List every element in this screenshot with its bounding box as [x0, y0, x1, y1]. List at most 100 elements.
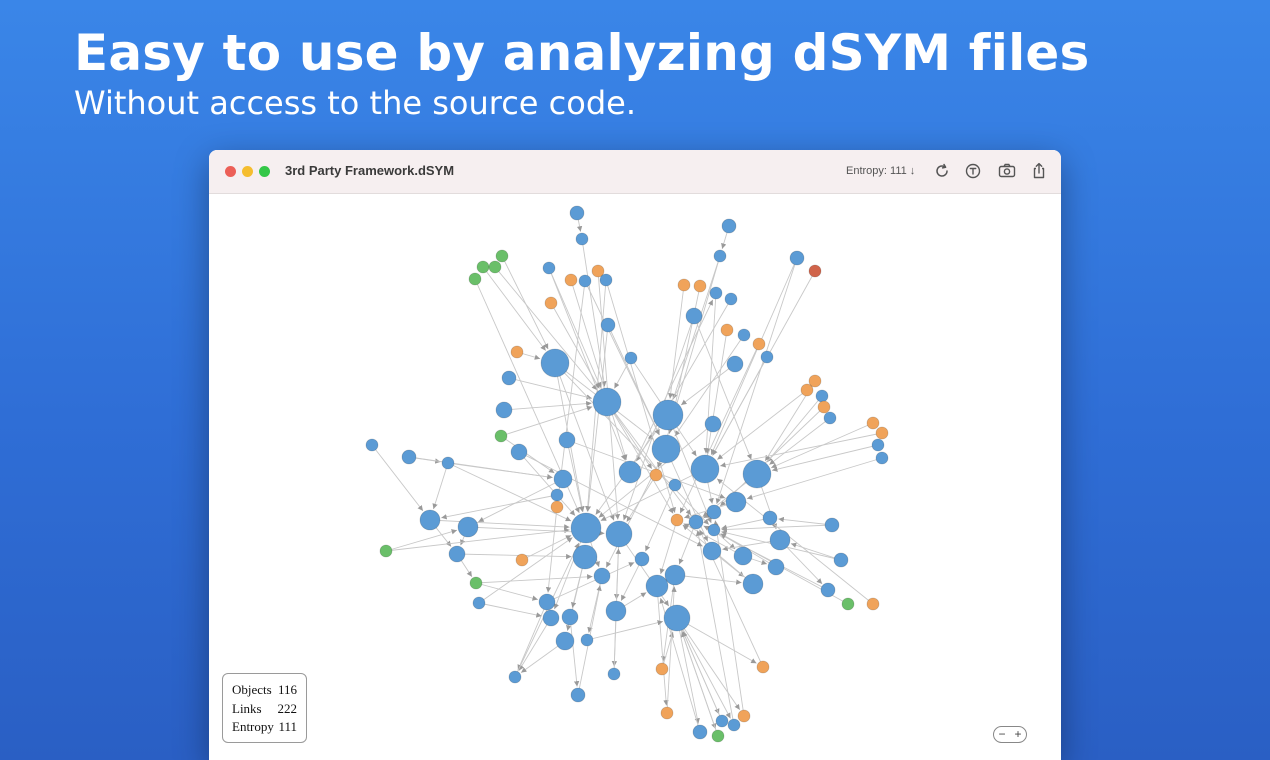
graph-node[interactable]	[756, 660, 770, 674]
graph-node[interactable]	[733, 546, 753, 566]
graph-node[interactable]	[713, 249, 727, 263]
graph-node[interactable]	[607, 667, 621, 681]
graph-node[interactable]	[575, 232, 589, 246]
refresh-icon[interactable]	[932, 161, 952, 181]
graph-node[interactable]	[725, 491, 747, 513]
graph-node[interactable]	[742, 459, 772, 489]
graph-node[interactable]	[652, 399, 684, 431]
graph-node[interactable]	[510, 345, 524, 359]
graph-node[interactable]	[841, 597, 855, 611]
graph-node[interactable]	[789, 250, 805, 266]
minimize-window-button[interactable]	[242, 166, 253, 177]
graph-node[interactable]	[767, 558, 785, 576]
graph-node[interactable]	[618, 460, 642, 484]
graph-node[interactable]	[800, 383, 814, 397]
graph-node[interactable]	[823, 411, 837, 425]
graph-node[interactable]	[593, 567, 611, 585]
graph-node[interactable]	[742, 573, 764, 595]
graph-node[interactable]	[469, 576, 483, 590]
graph-node[interactable]	[720, 323, 734, 337]
graph-node[interactable]	[762, 510, 778, 526]
graph-node[interactable]	[711, 729, 725, 743]
graph-node[interactable]	[769, 529, 791, 551]
text-circle-icon[interactable]	[963, 161, 983, 181]
graph-node[interactable]	[726, 355, 744, 373]
graph-node[interactable]	[472, 596, 486, 610]
entropy-sort-menu[interactable]: Entropy: 111 ↓	[846, 165, 916, 177]
graph-node[interactable]	[555, 631, 575, 651]
graph-node[interactable]	[721, 218, 737, 234]
graph-node[interactable]	[365, 438, 379, 452]
graph-node[interactable]	[488, 260, 502, 274]
close-window-button[interactable]	[225, 166, 236, 177]
graph-node[interactable]	[808, 374, 822, 388]
graph-node[interactable]	[875, 451, 889, 465]
graph-node[interactable]	[457, 516, 479, 538]
graph-node[interactable]	[866, 597, 880, 611]
graph-node[interactable]	[419, 509, 441, 531]
graph-node[interactable]	[553, 469, 573, 489]
graph-node[interactable]	[379, 544, 393, 558]
graph-node[interactable]	[655, 662, 669, 676]
zoom-in-button[interactable]: +	[1014, 727, 1022, 741]
graph-node[interactable]	[737, 709, 751, 723]
graph-node[interactable]	[649, 468, 663, 482]
graph-node[interactable]	[476, 260, 490, 274]
graph-node[interactable]	[508, 670, 522, 684]
graph-node[interactable]	[706, 504, 722, 520]
graph-node[interactable]	[569, 205, 585, 221]
graph-node[interactable]	[441, 456, 455, 470]
graph-node[interactable]	[542, 261, 556, 275]
graph-node[interactable]	[401, 449, 417, 465]
graph-node[interactable]	[688, 514, 704, 530]
graph-node[interactable]	[715, 714, 729, 728]
graph-node[interactable]	[538, 593, 556, 611]
graph-node[interactable]	[634, 551, 650, 567]
zoom-window-button[interactable]	[259, 166, 270, 177]
graph-node[interactable]	[468, 272, 482, 286]
graph-node[interactable]	[702, 541, 722, 561]
graph-node[interactable]	[570, 512, 602, 544]
graph-node[interactable]	[760, 350, 774, 364]
graph-node[interactable]	[663, 604, 691, 632]
graph-node[interactable]	[494, 429, 508, 443]
graph-node[interactable]	[570, 687, 586, 703]
graph-node[interactable]	[599, 273, 613, 287]
graph-node[interactable]	[624, 351, 638, 365]
graph-node[interactable]	[693, 279, 707, 293]
graph-node[interactable]	[572, 544, 598, 570]
graph-node[interactable]	[495, 249, 509, 263]
graph-node[interactable]	[592, 387, 622, 417]
graph-node[interactable]	[515, 553, 529, 567]
graph-node[interactable]	[544, 296, 558, 310]
graph-node[interactable]	[605, 520, 633, 548]
graph-node[interactable]	[448, 545, 466, 563]
graph-node[interactable]	[808, 264, 822, 278]
graph-node[interactable]	[561, 608, 579, 626]
graph-node[interactable]	[690, 454, 720, 484]
graph-node[interactable]	[540, 348, 570, 378]
graph-node[interactable]	[875, 426, 889, 440]
graph-node[interactable]	[578, 274, 592, 288]
dependency-graph-canvas[interactable]	[209, 194, 1061, 760]
share-icon[interactable]	[1029, 161, 1049, 181]
graph-node[interactable]	[558, 431, 576, 449]
graph-node[interactable]	[704, 415, 722, 433]
graph-node[interactable]	[677, 278, 691, 292]
graph-node[interactable]	[692, 724, 708, 740]
graph-node[interactable]	[737, 328, 751, 342]
graph-node[interactable]	[709, 286, 723, 300]
graph-node[interactable]	[550, 500, 564, 514]
graph-node[interactable]	[866, 416, 880, 430]
graph-node[interactable]	[564, 273, 578, 287]
camera-icon[interactable]	[997, 161, 1017, 181]
graph-node[interactable]	[871, 438, 885, 452]
graph-node[interactable]	[668, 478, 682, 492]
zoom-out-button[interactable]: −	[998, 727, 1006, 741]
graph-node[interactable]	[685, 307, 703, 325]
graph-node[interactable]	[724, 292, 738, 306]
graph-node[interactable]	[550, 488, 564, 502]
graph-node[interactable]	[664, 564, 686, 586]
graph-node[interactable]	[833, 552, 849, 568]
graph-node[interactable]	[815, 389, 829, 403]
